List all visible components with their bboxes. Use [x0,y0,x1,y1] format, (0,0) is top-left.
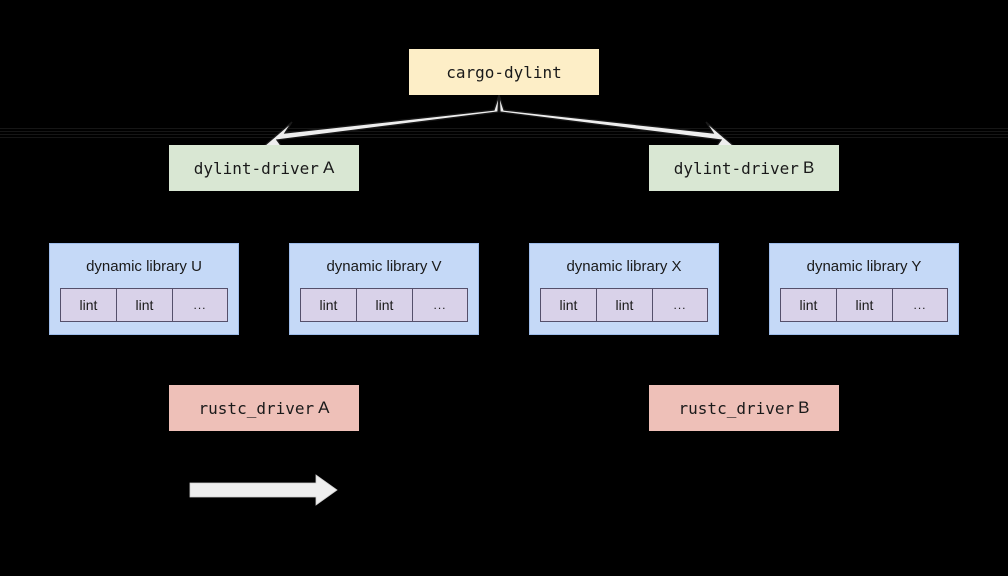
arrow-cargo-dylint-to-driver-b [498,94,736,153]
lint-cell[interactable]: lint [117,289,173,321]
node-dynamic-library-y[interactable]: dynamic library Y lint lint ... [769,243,959,335]
dynamic-library-y-title: dynamic library Y [806,258,922,275]
dynamic-library-y-lint-row: lint lint ... [780,288,948,322]
node-dylint-driver-a-name: dylint-driver [193,158,319,178]
node-dynamic-library-v[interactable]: dynamic library V lint lint ... [289,243,479,335]
artifact-line [0,137,1008,138]
arrow-legend [189,474,338,506]
dynamic-library-u-lint-row: lint lint ... [60,288,228,322]
dynamic-library-u-title: dynamic library U [86,258,202,275]
lint-cell[interactable]: lint [357,289,413,321]
lint-cell-ellipsis[interactable]: ... [653,289,707,321]
node-dylint-driver-b-name: dylint-driver [673,158,799,178]
lint-cell[interactable]: lint [597,289,653,321]
lint-cell[interactable]: lint [837,289,893,321]
lint-cell[interactable]: lint [301,289,357,321]
lint-cell-ellipsis[interactable]: ... [893,289,947,321]
lint-cell-ellipsis[interactable]: ... [413,289,467,321]
artifact-line [0,128,1008,129]
node-dylint-driver-b-suffix: B [802,158,815,177]
artifact-line [0,131,1008,132]
node-dylint-driver-a-suffix: A [322,158,335,177]
node-cargo-dylint[interactable]: cargo-dylint [409,49,599,95]
node-dynamic-library-u[interactable]: dynamic library U lint lint ... [49,243,239,335]
node-rustc-driver-b-name: rustc_driver [678,398,795,418]
lint-cell[interactable]: lint [541,289,597,321]
node-rustc-driver-a-suffix: A [318,398,330,417]
arrow-cargo-dylint-to-driver-a [262,94,500,153]
node-cargo-dylint-label: cargo-dylint [446,62,562,82]
node-rustc-driver-a-name: rustc_driver [198,398,315,418]
dynamic-library-v-lint-row: lint lint ... [300,288,468,322]
dynamic-library-v-title: dynamic library V [326,258,442,275]
lint-cell[interactable]: lint [781,289,837,321]
lint-cell-ellipsis[interactable]: ... [173,289,227,321]
dynamic-library-x-title: dynamic library X [566,258,682,275]
node-rustc-driver-b-suffix: B [798,398,810,417]
dynamic-library-x-lint-row: lint lint ... [540,288,708,322]
node-dynamic-library-x[interactable]: dynamic library X lint lint ... [529,243,719,335]
artifact-line [0,134,1008,135]
lint-cell[interactable]: lint [61,289,117,321]
